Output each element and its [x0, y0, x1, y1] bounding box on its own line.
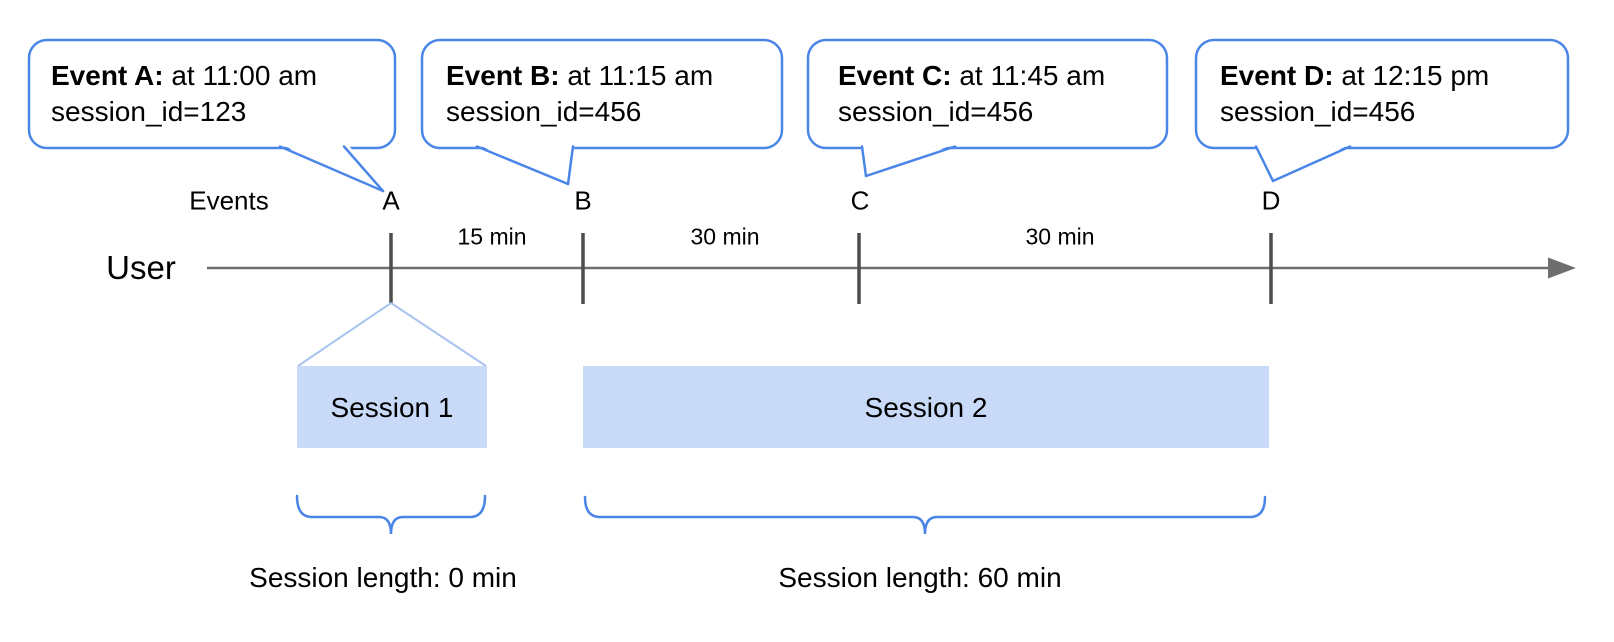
funnel-right-line: [390, 302, 487, 367]
bubble-b-tail: [474, 143, 575, 184]
timeline: [207, 233, 1576, 304]
event-b-title: Event B:: [446, 60, 560, 91]
session-1-length-label: Session length: 0 min: [249, 562, 517, 593]
session-2-length-label: Session length: 60 min: [778, 562, 1062, 593]
session-2-label: Session 2: [864, 392, 988, 423]
session1-funnel-lines: [297, 302, 487, 367]
timeline-arrowhead-icon: [1548, 257, 1576, 279]
bubble-d-tail: [1253, 143, 1353, 181]
event-a-title: Event A:: [51, 60, 164, 91]
event-d-line1: Event D: at 12:15 pm: [1220, 58, 1568, 94]
session-1-box: [297, 366, 487, 448]
bubble-c-tail: [860, 143, 958, 176]
event-d-title: Event D:: [1220, 60, 1334, 91]
event-d-session-id: session_id=456: [1220, 96, 1416, 127]
event-c-session-id: session_id=456: [838, 96, 1034, 127]
interval-c-d-label: 30 min: [1025, 223, 1095, 250]
user-axis-label: User: [106, 249, 176, 286]
event-c-bubble-shape: [806, 38, 1169, 178]
event-a-line1: Event A: at 11:00 am: [51, 58, 395, 94]
event-b-line1: Event B: at 11:15 am: [446, 58, 782, 94]
interval-a-b-label: 15 min: [457, 223, 527, 250]
event-c-bubble: Event C: at 11:45 am session_id=456: [808, 40, 1167, 148]
events-row-label: Events: [189, 185, 269, 216]
event-letter-b: B: [574, 185, 592, 216]
session-2-box: [583, 366, 1269, 448]
event-letter-d: D: [1261, 185, 1281, 216]
funnel-left-line: [297, 302, 392, 367]
event-letter-a: A: [382, 185, 400, 216]
event-a-bubble-shape: [27, 38, 397, 193]
event-letter-c: C: [850, 185, 870, 216]
event-d-time: at 12:15 pm: [1333, 60, 1490, 91]
event-b-bubble-shape: [420, 38, 784, 186]
event-b-time: at 11:15 am: [559, 60, 714, 91]
session-1-brace: [295, 494, 487, 535]
event-c-title: Event C:: [838, 60, 952, 91]
event-d-bubble-shape: [1194, 38, 1570, 183]
event-a-bubble: Event A: at 11:00 am session_id=123: [29, 40, 395, 148]
event-d-bubble: Event D: at 12:15 pm session_id=456: [1196, 40, 1568, 148]
interval-b-c-label: 30 min: [690, 223, 760, 250]
event-b-bubble: Event B: at 11:15 am session_id=456: [422, 40, 782, 148]
event-c-time: at 11:45 am: [951, 60, 1106, 91]
event-c-line1: Event C: at 11:45 am: [838, 58, 1167, 94]
event-b-session-id: session_id=456: [446, 96, 642, 127]
session-1-label: Session 1: [330, 392, 454, 423]
event-a-session-id: session_id=123: [51, 96, 247, 127]
session-2-brace: [583, 495, 1267, 535]
event-a-time: at 11:00 am: [163, 60, 318, 91]
